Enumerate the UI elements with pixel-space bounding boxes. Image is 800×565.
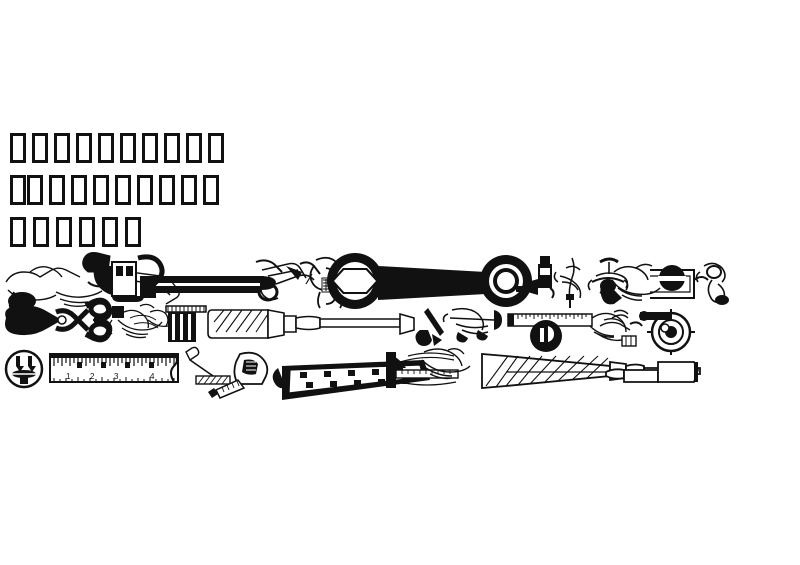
missing-glyph-box (10, 217, 26, 247)
pipe-wrench-illustration (82, 252, 276, 302)
cylinder-and-scale-illustration (147, 305, 207, 342)
screw-head-detail-illustration (4, 349, 44, 389)
tofu-text-line-1 (10, 133, 240, 175)
hand-with-tool-illustration (597, 314, 643, 347)
file-rasp-illustration (272, 360, 430, 400)
tofu-text-block (10, 133, 240, 259)
steel-rule-illustration (507, 313, 593, 327)
missing-glyph-box (120, 133, 136, 163)
missing-glyph-box (181, 175, 197, 205)
missing-glyph-box (27, 175, 43, 205)
slip-joint-pliers-illustration (309, 256, 343, 309)
missing-glyph-box (54, 133, 70, 163)
missing-glyph-box (10, 133, 26, 163)
hand-with-tool-illustration (530, 320, 562, 352)
ruler-tick-label: 1 (66, 372, 71, 381)
plow-illustration (442, 307, 502, 343)
scriber-illustration (185, 346, 231, 385)
missing-glyph-box (33, 217, 49, 247)
missing-glyph-box (49, 175, 65, 205)
missing-glyph-box (159, 175, 175, 205)
flat-chisel-illustration (605, 361, 699, 383)
hand-with-wire-illustration (108, 303, 163, 339)
missing-glyph-box (98, 133, 114, 163)
tape-measure-illustration (208, 351, 269, 399)
missing-glyph-box (71, 175, 87, 205)
missing-glyph-box (10, 175, 26, 205)
hand-holding-wrench-illustration (5, 258, 180, 314)
hand-with-hacksaw-illustration (600, 263, 709, 305)
missing-glyph-box (164, 133, 180, 163)
missing-glyph-box (102, 217, 118, 247)
missing-glyph-box (79, 217, 95, 247)
screwdriver-large-illustration (207, 309, 415, 339)
tofu-text-line-2 (10, 175, 240, 217)
ruler-tick-label: 3 (114, 372, 119, 381)
missing-glyph-box (186, 133, 202, 163)
chisel-hatched-illustration (481, 353, 701, 389)
missing-glyph-box (203, 175, 219, 205)
inch-ruler-illustration: 1 2 3 4 (49, 353, 179, 383)
ruler-tick-label: 2 (90, 372, 95, 381)
hand-drill-illustration (553, 257, 582, 308)
framing-square-illustration (386, 352, 459, 388)
missing-glyph-box (56, 217, 72, 247)
hand-illustration (421, 347, 471, 380)
eggbeater-drill-illustration (587, 257, 629, 303)
valve-handle-illustration (695, 262, 729, 305)
missing-glyph-box (142, 133, 158, 163)
missing-glyph-box (125, 217, 141, 247)
missing-glyph-box (208, 133, 224, 163)
missing-glyph-box (32, 133, 48, 163)
missing-glyph-box (137, 175, 153, 205)
hand-with-tool-illustration (589, 309, 629, 338)
tofu-text-line-3 (10, 217, 240, 259)
saw-blade-illustration (639, 309, 695, 355)
spark-plug-socket-illustration (516, 256, 555, 299)
ruler-tick-label: 4 (150, 372, 155, 381)
hatchet-illustration (415, 308, 444, 346)
missing-glyph-box (115, 175, 131, 205)
locking-pliers-illustration (255, 259, 321, 302)
missing-glyph-box (93, 175, 109, 205)
box-end-wrench-illustration (327, 253, 532, 309)
missing-glyph-box (76, 133, 92, 163)
tin-snips-illustration (5, 297, 113, 343)
